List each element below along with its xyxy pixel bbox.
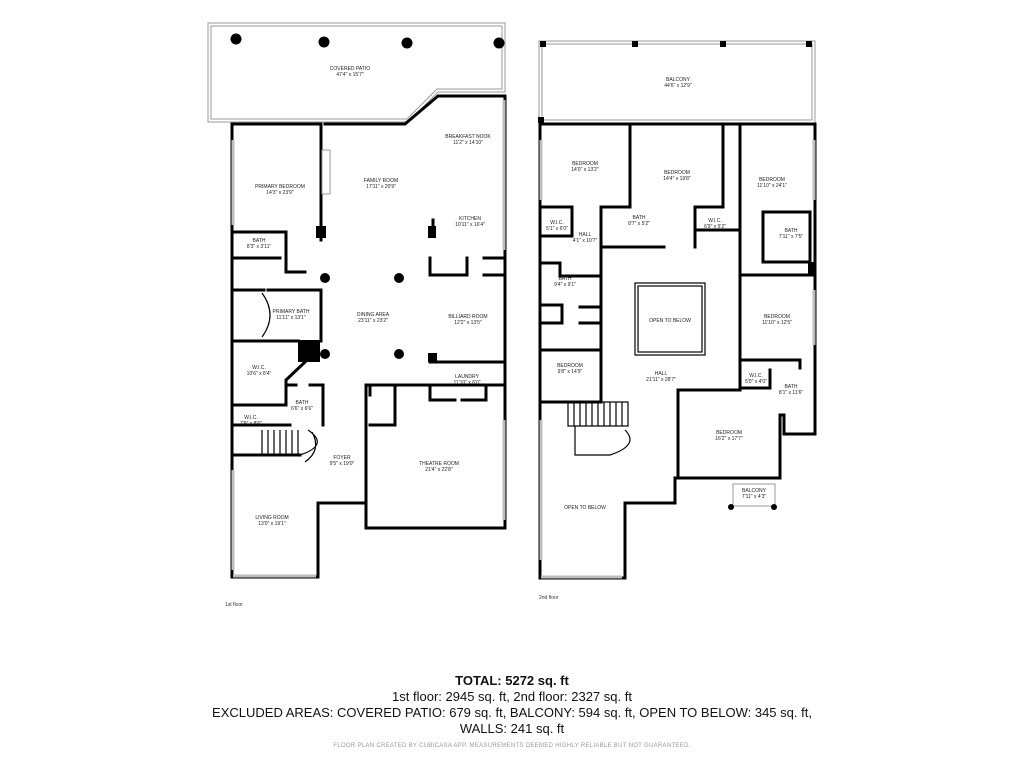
floor-areas: 1st floor: 2945 sq. ft, 2nd floor: 2327 … <box>392 689 632 704</box>
second-floor-plan <box>538 40 817 580</box>
room-name: LIVING ROOM <box>255 515 288 521</box>
room-name: OPEN TO BELOW <box>564 505 606 511</box>
room-dims: 6'9" x 5'2" <box>704 224 726 230</box>
patio-column <box>318 36 330 48</box>
room-dims: 9'8" x 14'9" <box>558 369 583 375</box>
room-name: W.I.C. <box>244 415 258 421</box>
walls-area: WALLS: 241 sq. ft <box>459 721 565 736</box>
room-dims: 14'4" x 19'8" <box>663 176 691 182</box>
room-dims: 7'11" x 4'3" <box>742 494 766 500</box>
room-dims: 23'11" x 23'2" <box>358 318 388 324</box>
room-name: HALL <box>579 232 592 238</box>
room-name: BREAKFAST NOOK <box>445 134 491 140</box>
room-dims: 11'10" x 12'5" <box>762 320 792 326</box>
patio-column <box>401 37 413 49</box>
room-name: BEDROOM <box>664 170 690 176</box>
room-dims: 10'6" x 8'4" <box>247 371 272 377</box>
first-floor-room-labels: COVERED PATIO 47'4" x 15'7" BREAKFAST NO… <box>225 66 491 608</box>
room-name: BALCONY <box>666 77 691 83</box>
room-dims: 8'7" x 5'2" <box>628 221 650 227</box>
room-name: PRIMARY BATH <box>273 309 310 315</box>
floor-label: 2nd floor <box>539 595 559 601</box>
room-name: HALL <box>655 371 668 377</box>
total-area: TOTAL: 5272 sq. ft <box>455 673 569 688</box>
room-name: W.I.C. <box>550 220 564 226</box>
room-dims: 5'0" x 4'0" <box>745 379 767 385</box>
room-dims: 8'1" x 11'6" <box>779 390 803 396</box>
room-dims: 13'0" x 19'1" <box>258 521 286 527</box>
room-name: KITCHEN <box>459 216 481 222</box>
room-dims: 14'3" x 23'9" <box>266 190 294 196</box>
room-dims: 21'11" x 28'7" <box>646 377 676 383</box>
room-dims: 11'10" x 24'1" <box>757 183 787 189</box>
room-name: FAMILY ROOM <box>364 178 398 184</box>
room-name: BEDROOM <box>572 161 598 167</box>
room-dims: 9'5" x 19'0" <box>330 461 355 467</box>
floor-label: 1st floor <box>225 602 243 608</box>
room-name: FOYER <box>333 455 351 461</box>
room-dims: 5'1" x 6'0" <box>546 226 568 232</box>
room-name: W.I.C. <box>749 373 763 379</box>
room-dims: 7'9" x 8'6" <box>240 421 262 427</box>
room-dims: 11'11" x 13'1" <box>276 315 306 321</box>
room-name: BEDROOM <box>557 363 583 369</box>
room-dims: 7'11" x 7'5" <box>779 234 803 240</box>
room-name: BEDROOM <box>759 177 785 183</box>
room-name: BILLIARD ROOM <box>448 314 487 320</box>
room-dims: 14'0" x 13'2" <box>571 167 599 173</box>
room-dims: 17'11" x 20'9" <box>366 184 396 190</box>
room-name: BATH <box>785 384 798 390</box>
room-name: THEATRE ROOM <box>419 461 459 467</box>
room-name: OPEN TO BELOW <box>649 318 691 324</box>
second-floor-room-labels: BALCONY 44'6" x 12'9" BEDROOM 14'0" x 13… <box>539 77 803 601</box>
room-dims: 47'4" x 15'7" <box>336 72 364 78</box>
excluded-areas: EXCLUDED AREAS: COVERED PATIO: 679 sq. f… <box>212 705 812 720</box>
room-name: BATH <box>785 228 798 234</box>
room-dims: 9'4" x 9'1" <box>554 282 576 288</box>
room-name: BATH <box>559 276 572 282</box>
room-dims: 10'11" x 16'4" <box>455 222 485 228</box>
room-dims: 11'10" x 6'0" <box>453 380 480 386</box>
room-dims: 8'3" x 3'11" <box>247 244 271 250</box>
room-dims: 12'2" x 13'5" <box>454 320 482 326</box>
patio-column <box>230 33 242 45</box>
room-dims: 44'6" x 12'9" <box>664 83 692 89</box>
room-name: BEDROOM <box>716 430 742 436</box>
room-name: BATH <box>633 215 646 221</box>
room-name: DINING AREA <box>357 312 390 318</box>
room-name: BATH <box>296 400 309 406</box>
room-name: PRIMARY BEDROOM <box>255 184 305 190</box>
room-name: BALCONY <box>742 488 767 494</box>
credit-note: FLOOR PLAN CREATED BY CUBICASA APP. MEAS… <box>333 743 691 749</box>
first-floor-plan <box>207 22 507 579</box>
room-dims: 16'2" x 17'7" <box>715 436 743 442</box>
room-name: LAUNDRY <box>455 374 479 380</box>
room-name: W.I.C. <box>708 218 722 224</box>
room-dims: 6'6" x 6'6" <box>291 406 313 412</box>
patio-column <box>493 37 505 49</box>
room-name: BATH <box>253 238 266 244</box>
room-dims: 21'4" x 22'8" <box>425 467 453 473</box>
room-name: BEDROOM <box>764 314 790 320</box>
room-dims: 11'2" x 14'10" <box>453 140 483 146</box>
floor-plan-drawing: COVERED PATIO 47'4" x 15'7" BREAKFAST NO… <box>207 22 817 608</box>
room-name: W.I.C. <box>252 365 266 371</box>
room-name: COVERED PATIO <box>330 66 370 72</box>
room-dims: 4'1" x 10'7" <box>573 238 598 244</box>
